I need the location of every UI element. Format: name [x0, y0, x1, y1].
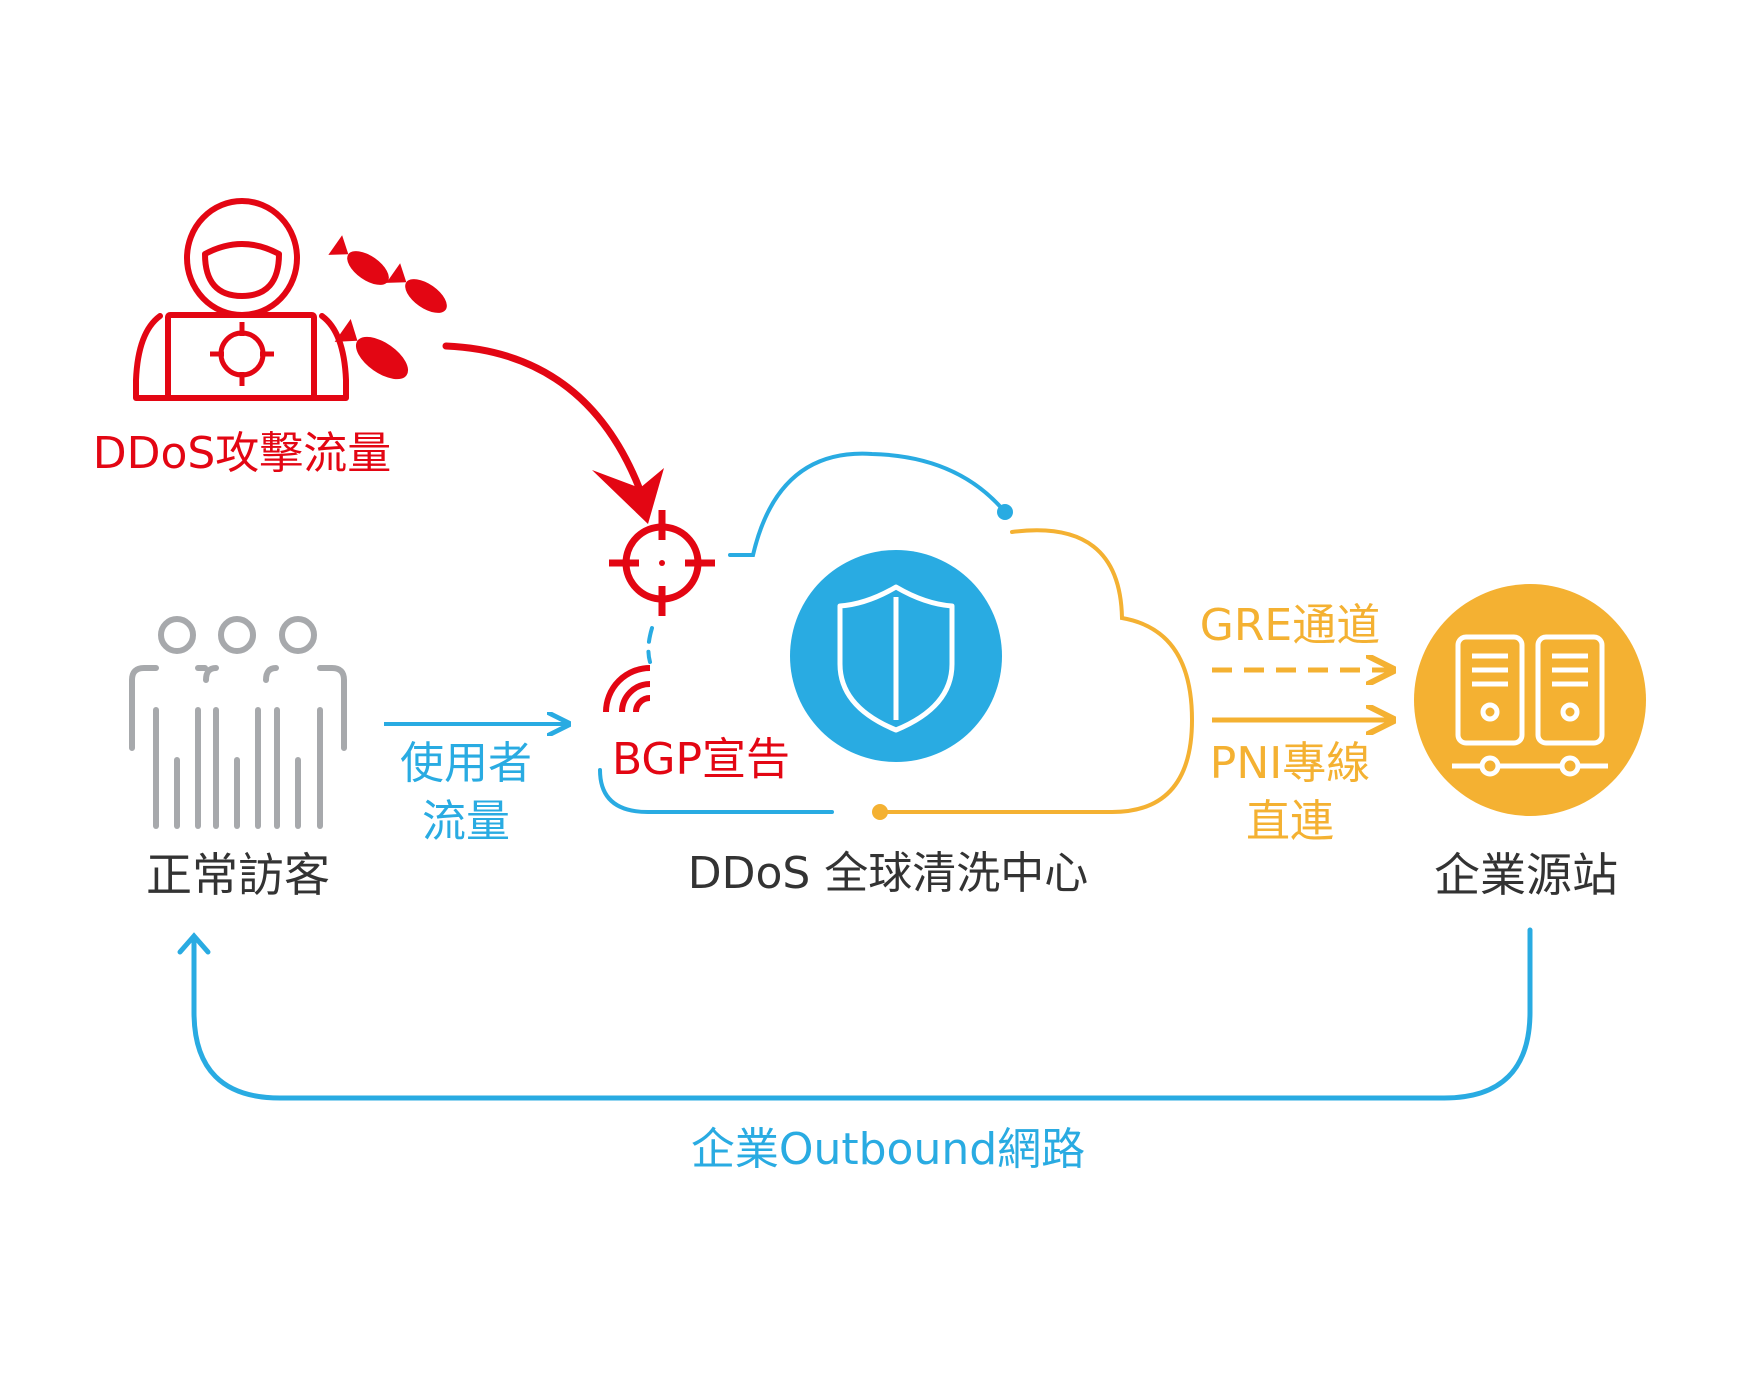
outbound-label: 企業Outbound網路: [690, 1124, 1086, 1175]
user-traffic-label-line1: 使用者: [400, 738, 532, 789]
bgp-label: BGP宣告: [612, 734, 791, 785]
attack-traffic-label: DDoS攻擊流量: [92, 428, 392, 479]
bomb-icon: [328, 235, 447, 380]
visitors-label: 正常訪客: [146, 848, 330, 902]
pni-label-line2: 直連: [1246, 796, 1334, 847]
scrubbing-center-label: DDoS 全球清洗中心: [687, 848, 1089, 899]
outbound-arrow: [177, 927, 1533, 1101]
attack-arrow: [442, 342, 664, 524]
shield-icon: [790, 550, 1002, 762]
pni-label-line1: PNI專線: [1209, 738, 1371, 789]
scrubbing-cloud: [598, 451, 1195, 820]
users-group-icon: [129, 616, 347, 829]
wireless-signal-icon: [603, 665, 651, 713]
hacker-laptop-icon: [133, 198, 349, 401]
server-icon: [1414, 584, 1646, 816]
laptop-target-icon: [210, 322, 274, 386]
origin-label: 企業源站: [1434, 848, 1618, 902]
crosshair-icon: [609, 510, 715, 616]
gre-label: GRE通道: [1199, 600, 1381, 651]
user-traffic-label-line2: 流量: [422, 796, 510, 847]
